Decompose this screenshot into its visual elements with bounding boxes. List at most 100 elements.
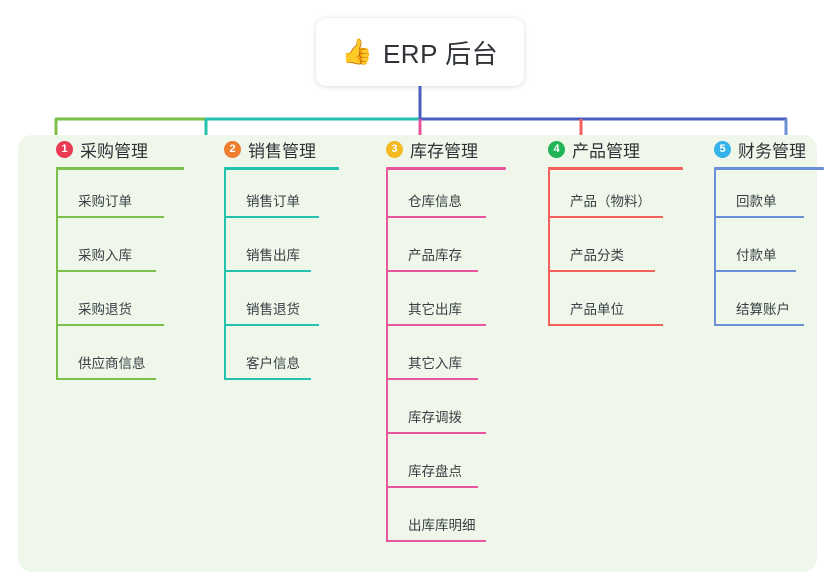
branch-spine bbox=[386, 170, 388, 540]
branch-item-label: 回款单 bbox=[736, 194, 777, 209]
branch-column-product: 4 产品管理产品（物料） 产品分类产品单位 bbox=[530, 135, 695, 332]
branch-items: 采购订单采购入库采购退货供应商信息 bbox=[38, 170, 208, 386]
branch-item-label: 其它入库 bbox=[408, 356, 462, 371]
branch-item[interactable]: 产品库存 bbox=[368, 224, 523, 278]
branch-item-underline bbox=[56, 324, 164, 326]
branch-item-label: 库存盘点 bbox=[408, 464, 462, 479]
branch-item[interactable]: 付款单 bbox=[696, 224, 839, 278]
branch-column-sales: 2 销售管理销售订单销售出库销售退货客户信息 bbox=[206, 135, 356, 386]
branch-title: 财务管理 bbox=[738, 141, 806, 161]
branch-item-underline bbox=[386, 540, 486, 542]
branch-item-label: 仓库信息 bbox=[408, 194, 462, 209]
branch-item-label: 采购退货 bbox=[78, 302, 132, 317]
branch-item-label: 付款单 bbox=[736, 248, 777, 263]
branch-item-label: 产品（物料） bbox=[570, 194, 651, 209]
branch-item-label: 销售订单 bbox=[246, 194, 300, 209]
branch-item[interactable]: 库存盘点 bbox=[368, 440, 523, 494]
branch-items: 产品（物料） 产品分类产品单位 bbox=[530, 170, 695, 332]
branch-spine bbox=[224, 170, 226, 378]
branch-item-underline bbox=[548, 324, 663, 326]
branch-item-underline bbox=[224, 324, 319, 326]
branch-header-4[interactable]: 4 产品管理 bbox=[530, 135, 695, 163]
branch-item-label: 销售退货 bbox=[246, 302, 300, 317]
branch-item-label: 供应商信息 bbox=[78, 356, 146, 371]
branch-badge-3: 3 bbox=[386, 140, 403, 158]
branch-item[interactable]: 结算账户 bbox=[696, 278, 839, 332]
branch-item-label: 产品库存 bbox=[408, 248, 462, 263]
branch-item-underline bbox=[386, 432, 486, 434]
branch-item[interactable]: 采购入库 bbox=[38, 224, 208, 278]
branch-item[interactable]: 产品分类 bbox=[530, 224, 695, 278]
branch-item-label: 采购订单 bbox=[78, 194, 132, 209]
branch-item-label: 出库库明细 bbox=[408, 518, 476, 533]
branch-item-label: 其它出库 bbox=[408, 302, 462, 317]
branch-item[interactable]: 产品单位 bbox=[530, 278, 695, 332]
branch-title: 库存管理 bbox=[410, 141, 478, 161]
branch-item-label: 库存调拨 bbox=[408, 410, 462, 425]
branch-item-label: 采购入库 bbox=[78, 248, 132, 263]
branch-item[interactable]: 库存调拨 bbox=[368, 386, 523, 440]
branch-header-1[interactable]: 1 采购管理 bbox=[38, 135, 208, 163]
branch-title: 产品管理 bbox=[572, 141, 640, 161]
branch-badge-5: 5 bbox=[714, 140, 731, 158]
branch-underline bbox=[548, 167, 683, 170]
branch-item[interactable]: 销售退货 bbox=[206, 278, 356, 332]
branch-item-underline bbox=[56, 270, 156, 272]
branch-underline bbox=[386, 167, 506, 170]
branch-underline bbox=[56, 167, 184, 170]
branch-column-finance: 5 财务管理回款单付款单结算账户 bbox=[696, 135, 839, 332]
branch-title: 采购管理 bbox=[80, 141, 148, 161]
branch-item[interactable]: 销售订单 bbox=[206, 170, 356, 224]
branch-item-underline bbox=[548, 270, 655, 272]
root-title: ERP 后台 bbox=[382, 38, 499, 69]
thumbs-up-icon: 👍 bbox=[341, 37, 373, 66]
branch-item-label: 客户信息 bbox=[246, 356, 300, 371]
branch-spine bbox=[56, 170, 58, 378]
branch-item-underline bbox=[386, 270, 478, 272]
branch-badge-2: 2 bbox=[224, 140, 241, 158]
branch-items: 回款单付款单结算账户 bbox=[696, 170, 839, 332]
branch-item-underline bbox=[224, 216, 319, 218]
branch-item-underline bbox=[714, 270, 796, 272]
branch-item-label: 产品单位 bbox=[570, 302, 624, 317]
branch-column-purchase: 1 采购管理采购订单采购入库采购退货供应商信息 bbox=[38, 135, 208, 386]
branch-item-label: 产品分类 bbox=[570, 248, 624, 263]
branch-item-underline bbox=[386, 324, 486, 326]
branch-item-label: 结算账户 bbox=[736, 302, 790, 317]
branch-item-underline bbox=[224, 378, 311, 380]
branch-item[interactable]: 产品（物料） bbox=[530, 170, 695, 224]
branch-item-underline bbox=[548, 216, 663, 218]
branch-header-5[interactable]: 5 财务管理 bbox=[696, 135, 839, 163]
branch-item[interactable]: 销售出库 bbox=[206, 224, 356, 278]
branch-badge-1: 1 bbox=[56, 140, 73, 158]
branch-item[interactable]: 其它出库 bbox=[368, 278, 523, 332]
branch-item-label: 销售出库 bbox=[246, 248, 300, 263]
branch-badge-4: 4 bbox=[548, 140, 565, 158]
branch-item-underline bbox=[224, 270, 311, 272]
branch-item[interactable]: 供应商信息 bbox=[38, 332, 208, 386]
branch-item-underline bbox=[56, 378, 156, 380]
branch-item-underline bbox=[714, 324, 804, 326]
branch-item-underline bbox=[714, 216, 804, 218]
branch-item[interactable]: 客户信息 bbox=[206, 332, 356, 386]
branch-item-underline bbox=[56, 216, 164, 218]
branch-item-underline bbox=[386, 216, 486, 218]
branch-title: 销售管理 bbox=[248, 141, 316, 161]
branch-underline bbox=[224, 167, 339, 170]
branch-header-3[interactable]: 3 库存管理 bbox=[368, 135, 523, 163]
branch-item[interactable]: 出库库明细 bbox=[368, 494, 523, 548]
root-node-card[interactable]: 👍 ERP 后台 bbox=[316, 18, 524, 86]
branch-spine bbox=[548, 170, 550, 324]
branch-header-2[interactable]: 2 销售管理 bbox=[206, 135, 356, 163]
branch-items: 销售订单销售出库销售退货客户信息 bbox=[206, 170, 356, 386]
branch-underline bbox=[714, 167, 824, 170]
branch-item-underline bbox=[386, 378, 478, 380]
branch-item[interactable]: 仓库信息 bbox=[368, 170, 523, 224]
branch-column-inventory: 3 库存管理仓库信息产品库存其它出库其它入库库存调拨库存盘点出库库明细 bbox=[368, 135, 523, 548]
branch-item[interactable]: 采购退货 bbox=[38, 278, 208, 332]
branch-items: 仓库信息产品库存其它出库其它入库库存调拨库存盘点出库库明细 bbox=[368, 170, 523, 548]
branch-item[interactable]: 回款单 bbox=[696, 170, 839, 224]
branch-item-underline bbox=[386, 486, 478, 488]
branch-item[interactable]: 采购订单 bbox=[38, 170, 208, 224]
branch-item[interactable]: 其它入库 bbox=[368, 332, 523, 386]
